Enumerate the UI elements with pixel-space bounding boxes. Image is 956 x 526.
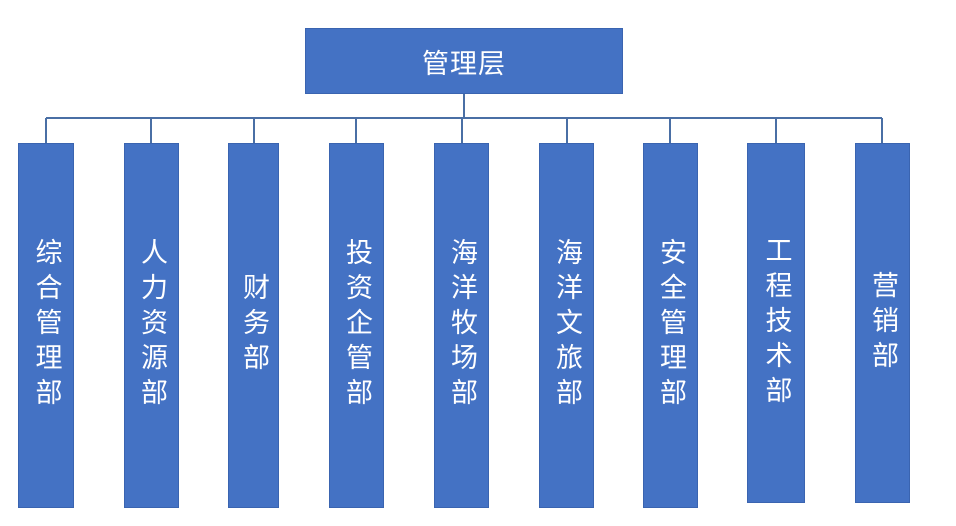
dept-node-marine-ranching: 海洋牧场部 bbox=[434, 143, 489, 508]
dept-node-safety-management: 安全管理部 bbox=[643, 143, 698, 508]
dept-node-marine-tourism: 海洋文旅部 bbox=[539, 143, 594, 508]
dept-node-label: 安全管理部 bbox=[655, 238, 686, 413]
dept-node-marketing: 营销部 bbox=[855, 143, 910, 503]
dept-node-investment: 投资企管部 bbox=[329, 143, 384, 508]
dept-node-label: 海洋文旅部 bbox=[551, 238, 582, 413]
dept-node-finance: 财务部 bbox=[228, 143, 279, 508]
dept-node-human-resources: 人力资源部 bbox=[124, 143, 179, 508]
dept-node-label: 投资企管部 bbox=[341, 238, 372, 413]
dept-node-label: 综合管理部 bbox=[30, 238, 62, 413]
dept-node-label: 营销部 bbox=[867, 270, 898, 376]
dept-node-label: 人力资源部 bbox=[136, 238, 167, 413]
dept-node-general-management: 综合管理部 bbox=[18, 143, 74, 508]
dept-node-label: 海洋牧场部 bbox=[446, 238, 477, 413]
dept-node-label: 财务部 bbox=[238, 273, 269, 378]
root-node-label: 管理层 bbox=[422, 48, 506, 80]
dept-node-label: 工程技术部 bbox=[760, 235, 792, 411]
root-node-management: 管理层 bbox=[305, 28, 623, 94]
dept-node-engineering: 工程技术部 bbox=[747, 143, 805, 503]
